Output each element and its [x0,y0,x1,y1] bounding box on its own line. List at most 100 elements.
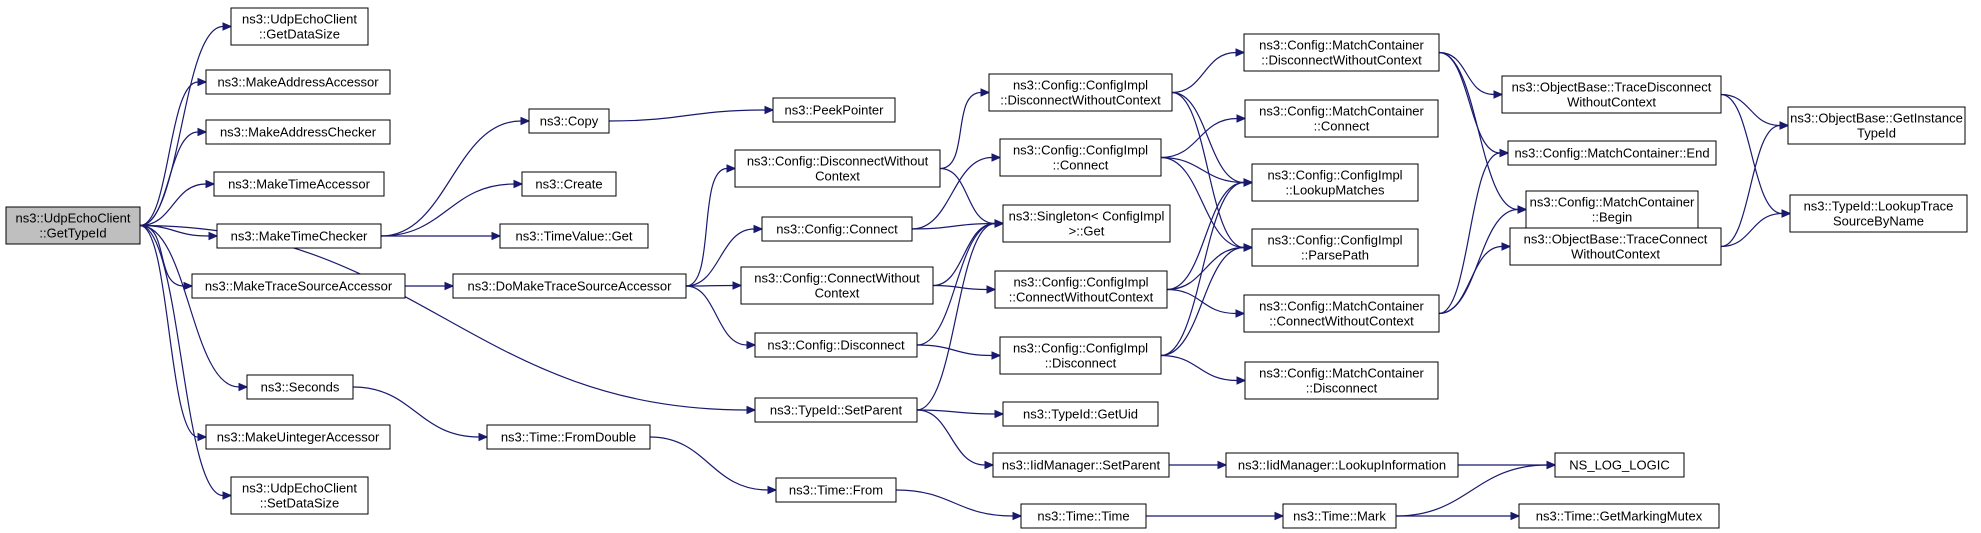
edge-mcDiscWoCtx-to-obTraceDisc [1438,51,1504,99]
edge-mcConnWoCtx-to-mcEnd [1438,148,1510,315]
node-implConnect[interactable]: ns3::Config::ConfigImpl::Connect [999,138,1162,177]
node-box [1789,194,1968,233]
node-mcConnWoCtx[interactable]: ns3::Config::MatchContainer::ConnectWith… [1243,294,1440,333]
edge-implConnect-to-mcConnect [1160,114,1247,159]
edge-timeFrom-to-timeTime [895,489,1023,521]
node-timeValueGet[interactable]: ns3::TimeValue::Get [499,223,649,249]
node-label: ns3::Seconds [261,380,340,395]
node-mcDisconnect[interactable]: ns3::Config::MatchContainer::Disconnect [1244,361,1439,400]
node-makeAddrChk[interactable]: ns3::MakeAddressChecker [205,119,391,145]
node-label: ns3::Config::ConnectWithout [754,271,920,286]
node-implDisconnect[interactable]: ns3::Config::ConfigImpl::Disconnect [999,336,1162,375]
node-tidGetUid[interactable]: ns3::TypeId::GetUid [1002,401,1159,427]
edge-copy-to-peekPointer [608,105,775,122]
node-cfgDisconnect[interactable]: ns3::Config::Disconnect [754,332,918,358]
node-label: ns3::TypeId::SetParent [770,403,903,418]
node-label: ns3::MakeUintegerAccessor [217,430,380,445]
node-peekPointer[interactable]: ns3::PeekPointer [772,97,896,123]
edge-root-to-setDataSize [139,224,233,500]
edge-iidSetParent-to-iidLookupInfo [1169,460,1228,470]
node-seconds[interactable]: ns3::Seconds [246,374,354,400]
node-label: ns3::Config::ConfigImpl [1013,341,1148,356]
node-timeMark[interactable]: ns3::Time::Mark [1282,503,1397,529]
node-getDataSize[interactable]: ns3::UdpEchoClient::GetDataSize [230,7,369,46]
node-mcEnd[interactable]: ns3::Config::MatchContainer::End [1507,140,1717,166]
node-box [992,452,1170,478]
node-label: ::DisconnectWithoutContext [1261,53,1422,68]
node-label: ns3::Config::Disconnect [767,338,905,353]
node-label: ns3::ObjectBase::TraceConnect [1524,232,1708,247]
node-iidSetParent[interactable]: ns3::IidManager::SetParent [992,452,1170,478]
node-box [740,266,934,305]
node-makeUintAcc[interactable]: ns3::MakeUintegerAccessor [205,424,391,450]
node-makeTSA[interactable]: ns3::MakeTraceSourceAccessor [191,273,406,299]
node-timeFrom[interactable]: ns3::Time::From [775,477,897,503]
node-mcDiscWoCtx[interactable]: ns3::Config::MatchContainer::DisconnectW… [1243,33,1440,72]
node-mcBegin[interactable]: ns3::Config::MatchContainer::Begin [1525,190,1699,229]
node-label: ns3::TimeValue::Get [515,229,632,244]
node-makeTimeAcc[interactable]: ns3::MakeTimeAccessor [213,171,385,197]
node-doMakeTSA[interactable]: ns3::DoMakeTraceSourceAccessor [452,273,687,299]
node-label: ns3::Singleton< ConfigImpl [1009,209,1165,224]
edge-obTraceConn-to-obGetInstTid [1720,121,1790,248]
node-setDataSize[interactable]: ns3::UdpEchoClient::SetDataSize [230,476,369,515]
edge-obTraceDisc-to-tidLookupTrace [1720,93,1792,218]
node-makeTimeChk[interactable]: ns3::MakeTimeChecker [216,223,382,249]
node-label: ns3::IidManager::LookupInformation [1238,458,1446,473]
node-copy[interactable]: ns3::Copy [528,108,610,134]
node-timeTime[interactable]: ns3::Time::Time [1020,503,1147,529]
node-box [205,424,391,450]
edge-implDiscWoCtx-to-implLookupMatches [1171,91,1254,187]
node-nsLogLogic[interactable]: NS_LOG_LOGIC [1554,452,1685,478]
edge-root-to-makeAddrChk [139,127,208,227]
node-cfgConnWoCtx[interactable]: ns3::Config::ConnectWithoutContext [740,266,934,305]
node-label: ::DisconnectWithoutContext [1000,93,1161,108]
node-cfgConnect[interactable]: ns3::Config::Connect [761,216,913,242]
edge-doMakeTSA-to-cfgConnect [685,224,764,287]
node-obTraceDisc[interactable]: ns3::ObjectBase::TraceDisconnectWithoutC… [1501,75,1722,114]
node-box [528,108,610,134]
edge-implConnect-to-implParsePath [1160,156,1254,252]
node-label: ns3::ObjectBase::GetInstance [1790,111,1963,126]
node-implDiscWoCtx[interactable]: ns3::Config::ConfigImpl::DisconnectWitho… [988,73,1173,112]
edge-makeTimeChk-to-create [380,179,524,237]
edge-timeFromDouble-to-timeFrom [649,436,778,495]
node-iidLookupInfo[interactable]: ns3::IidManager::LookupInformation [1225,452,1459,478]
node-box [1251,163,1419,202]
node-label: ns3::Time::Time [1037,509,1129,524]
node-root[interactable]: ns3::UdpEchoClient::GetTypeId [5,206,141,245]
node-label: ns3::Time::From [789,483,883,498]
node-box [1509,227,1722,266]
node-implConnWoCtx[interactable]: ns3::Config::ConfigImpl::ConnectWithoutC… [994,270,1168,309]
node-makeAddrAcc[interactable]: ns3::MakeAddressAccessor [205,69,391,95]
node-box [1002,401,1159,427]
node-create[interactable]: ns3::Create [521,171,617,197]
edge-root-to-makeTSA [139,224,194,291]
node-label: ::LookupMatches [1285,183,1385,198]
node-box [486,424,651,450]
node-label: TypeId [1857,126,1896,141]
node-label: ns3::Config::MatchContainer [1259,104,1424,119]
node-box [1554,452,1685,478]
node-label: ns3::UdpEchoClient [16,211,131,226]
node-cfgDiscWoCtx[interactable]: ns3::Config::DisconnectWithoutContext [734,149,941,188]
node-getMarkingMutex[interactable]: ns3::Time::GetMarkingMutex [1518,503,1720,529]
node-box [1020,503,1147,529]
node-timeFromDouble[interactable]: ns3::Time::FromDouble [486,424,651,450]
node-obTraceConn[interactable]: ns3::ObjectBase::TraceConnectWithoutCont… [1509,227,1722,266]
node-mcConnect[interactable]: ns3::Config::MatchContainer::Connect [1244,99,1439,138]
node-singletonGet[interactable]: ns3::Singleton< ConfigImpl >::Get [1002,204,1171,243]
node-implLookupMatches[interactable]: ns3::Config::ConfigImpl::LookupMatches [1251,163,1419,202]
node-box [230,7,369,46]
node-box [213,171,385,197]
edge-doMakeTSA-to-cfgDisconnect [685,285,757,350]
node-tidSetParent[interactable]: ns3::TypeId::SetParent [754,397,918,423]
edge-mcConnWoCtx-to-obTraceConn [1438,242,1512,315]
node-implParsePath[interactable]: ns3::Config::ConfigImpl::ParsePath [1251,228,1419,267]
edge-root-to-makeUintAcc [139,224,208,442]
node-box [1251,228,1419,267]
node-label: ns3::Config::ConfigImpl [1013,78,1148,93]
node-box [988,73,1173,112]
